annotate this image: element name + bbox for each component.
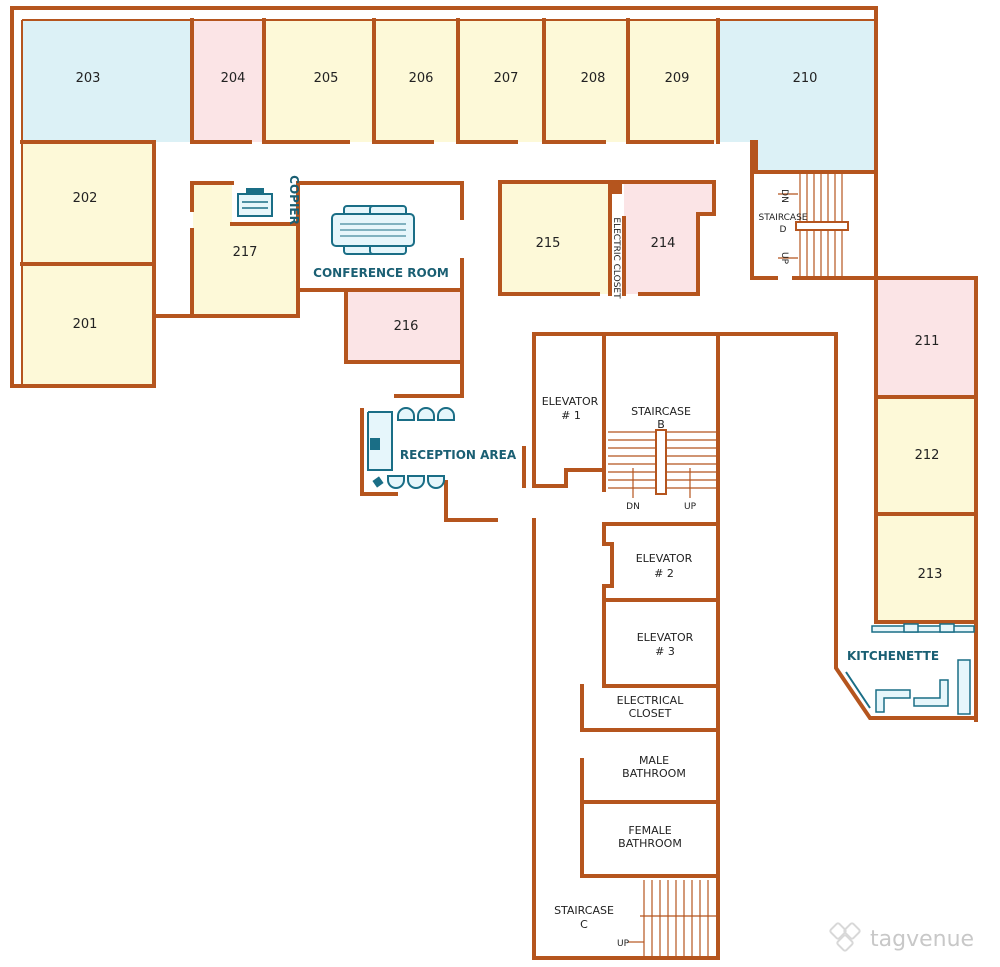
- space-labels: COPIER CONFERENCE ROOM RECEPTION AREA KI…: [287, 175, 939, 949]
- room-205-fill[interactable]: [266, 20, 374, 142]
- staircase-c-letter: C: [580, 918, 588, 931]
- watermark: tagvenue: [829, 922, 974, 952]
- electric-closet-small-label: ELECTRIC CLOSET: [611, 217, 621, 299]
- reception-desk-icon: [367, 411, 393, 488]
- staircase-d-label: STAIRCASE: [759, 213, 808, 223]
- elevator-2-label: ELEVATOR: [636, 552, 693, 565]
- kitchenette-label: KITCHENETTE: [847, 649, 939, 663]
- room-212-label: 212: [915, 448, 940, 463]
- room-214-fill[interactable]: [624, 183, 713, 294]
- room-207-label: 207: [494, 71, 519, 86]
- staircase-d-dn: DN: [779, 189, 789, 203]
- room-204-fill[interactable]: [194, 20, 264, 142]
- copier-label: COPIER: [287, 175, 301, 225]
- electrical-closet-label-2: CLOSET: [629, 707, 672, 720]
- room-217-label: 217: [233, 245, 258, 260]
- room-214-label: 214: [651, 236, 676, 251]
- room-213-fill[interactable]: [876, 516, 975, 622]
- staircase-d-letter: D: [780, 225, 787, 235]
- staircase-b-letter: B: [657, 418, 665, 431]
- room-208-fill[interactable]: [546, 20, 628, 142]
- room-210-fill[interactable]: [720, 20, 874, 172]
- copier-icon: [237, 188, 273, 217]
- room-209-label: 209: [665, 71, 690, 86]
- room-215-label: 215: [536, 236, 561, 251]
- walls: [10, 6, 978, 960]
- staircase-d-up: UP: [779, 252, 789, 265]
- room-201-fill[interactable]: [22, 265, 152, 385]
- room-213-label: 213: [918, 567, 943, 582]
- staircase-b-dn: DN: [626, 502, 640, 512]
- male-bathroom-label: MALE: [639, 754, 669, 767]
- female-bathroom-label-2: BATHROOM: [618, 837, 682, 850]
- room-212-fill[interactable]: [876, 399, 975, 514]
- room-203-label: 203: [76, 71, 101, 86]
- room-205-label: 205: [314, 71, 339, 86]
- reception-area-label: RECEPTION AREA: [400, 448, 517, 462]
- female-bathroom-label: FEMALE: [628, 824, 671, 837]
- room-206-label: 206: [409, 71, 434, 86]
- electric-closet-small-box: [612, 184, 622, 194]
- staircase-b-label: STAIRCASE: [631, 405, 691, 418]
- electrical-closet-label: ELECTRICAL: [617, 694, 685, 707]
- conference-room-label: CONFERENCE ROOM: [313, 266, 449, 280]
- room-206-fill[interactable]: [376, 20, 458, 142]
- elevator-1-label: ELEVATOR: [542, 395, 599, 408]
- room-211-fill[interactable]: [876, 280, 975, 397]
- watermark-text: tagvenue: [870, 927, 974, 952]
- room-216-label: 216: [394, 319, 419, 334]
- room-fills: [22, 20, 975, 622]
- reception-chairs-icon: [387, 407, 455, 489]
- room-labels: 203 204 205 206 207 208 209 210 202 201 …: [73, 71, 943, 582]
- elevator-2-number: # 2: [654, 567, 674, 580]
- room-207-fill[interactable]: [460, 20, 544, 142]
- staircase-c-label: STAIRCASE: [554, 904, 614, 917]
- room-202-label: 202: [73, 191, 98, 206]
- room-204-label: 204: [221, 71, 246, 86]
- room-202-fill[interactable]: [22, 144, 152, 263]
- room-209-fill[interactable]: [630, 20, 718, 142]
- room-203-fill[interactable]: [22, 20, 192, 142]
- staircase-d-steps: [778, 174, 849, 276]
- room-216-fill[interactable]: [347, 292, 461, 360]
- elevator-3-label: ELEVATOR: [637, 631, 694, 644]
- elevator-1-number: # 1: [561, 409, 581, 422]
- room-208-label: 208: [581, 71, 606, 86]
- male-bathroom-label-2: BATHROOM: [622, 767, 686, 780]
- conference-table-icon: [331, 205, 415, 255]
- elevator-3-number: # 3: [655, 645, 675, 658]
- room-210-label: 210: [793, 71, 818, 86]
- staircase-c-steps: [628, 880, 716, 956]
- room-201-label: 201: [73, 317, 98, 332]
- staircase-b-up: UP: [684, 502, 697, 512]
- staircase-b-steps: [608, 429, 716, 498]
- room-217-fill[interactable]: [193, 183, 298, 316]
- room-211-label: 211: [915, 334, 940, 349]
- room-215-fill[interactable]: [502, 183, 610, 294]
- kitchenette-counter-icon: [845, 623, 975, 715]
- tagvenue-logo-icon: [829, 922, 861, 952]
- staircase-c-up: UP: [617, 939, 630, 949]
